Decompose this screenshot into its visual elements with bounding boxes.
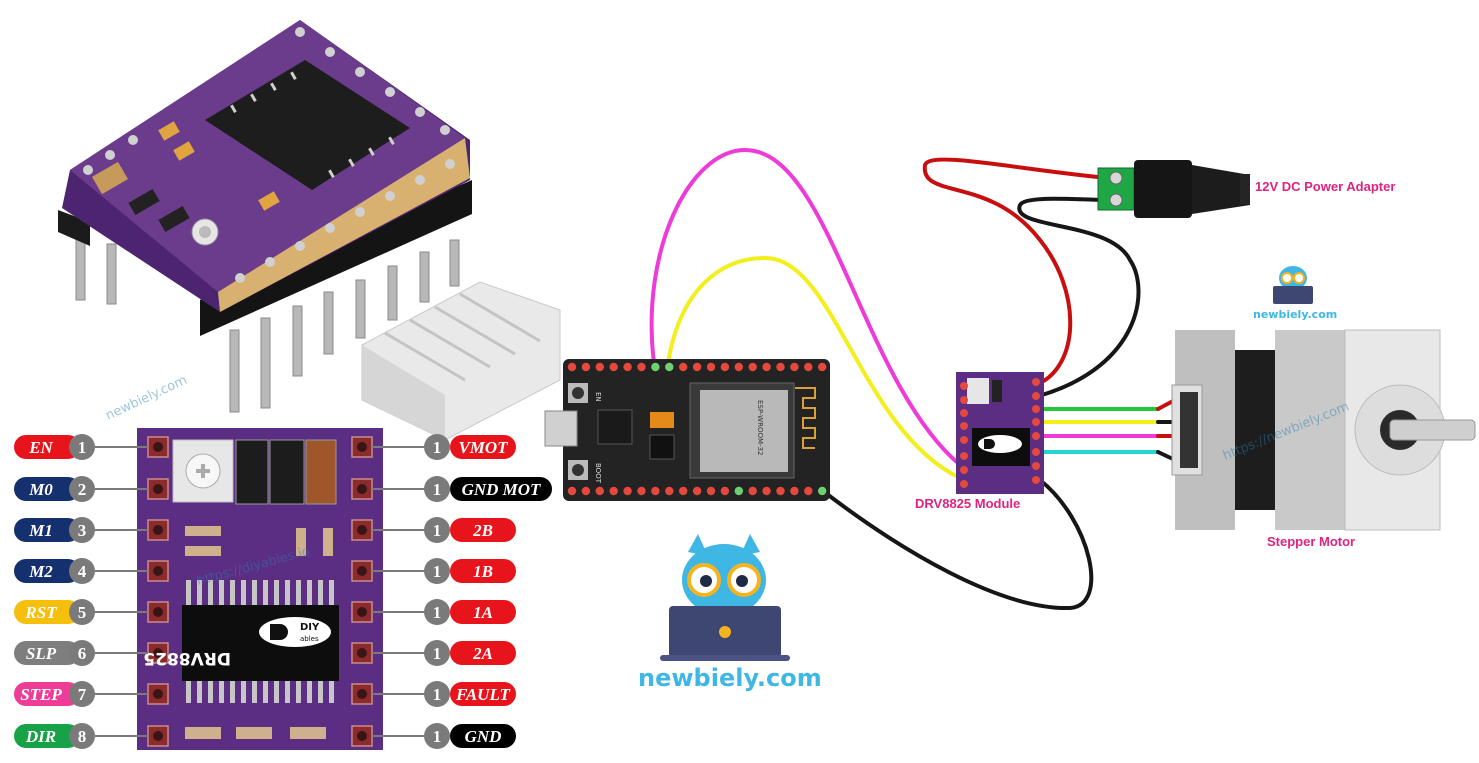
pin-name: 1B — [473, 562, 493, 581]
pin-number: 1 — [433, 685, 442, 704]
pin-number: 5 — [78, 603, 87, 622]
pin-name: M2 — [28, 562, 53, 581]
pin-number: 3 — [78, 521, 87, 540]
pin-number: 1 — [433, 480, 442, 499]
pin-label-m2: M2 4 — [14, 558, 148, 584]
pin-number: 1 — [433, 521, 442, 540]
pin-name: RST — [24, 603, 57, 622]
wires — [649, 147, 1177, 611]
pin-label-fault: 1 FAULT — [372, 681, 516, 707]
logo-text-top: DIY — [300, 622, 320, 633]
pin-label-1b: 1 1B — [372, 558, 516, 584]
wire-black-power — [1017, 196, 1141, 397]
pin-number: 1 — [78, 438, 87, 457]
drv8825-photo: newbiely.com — [58, 20, 472, 424]
pin-name: FAULT — [455, 685, 510, 704]
brand-text-large: newbiely.com — [638, 664, 822, 692]
pin-name: 2A — [472, 644, 493, 663]
logo-text-bottom: ables — [300, 635, 319, 643]
heatsink — [361, 281, 561, 441]
wire-red — [922, 157, 1110, 384]
pin-name: M1 — [28, 521, 53, 540]
pin-number: 1 — [433, 562, 442, 581]
pin-number: 7 — [78, 685, 87, 704]
chip-marking: DRV8825 — [143, 648, 231, 668]
pin-label-gnd: 1 GND — [372, 723, 516, 749]
pin-name: STEP — [20, 685, 62, 704]
newbiely-logo-large: newbiely.com — [638, 534, 822, 692]
stepper-motor: https://newbiely.com — [1171, 329, 1476, 531]
brand-text-small: newbiely.com — [1253, 308, 1337, 321]
pin-label-2b: 1 2B — [372, 517, 516, 543]
drv8825-module — [956, 372, 1044, 494]
photo-watermark: newbiely.com — [103, 373, 189, 424]
pin-name: M0 — [28, 480, 53, 499]
pin-label-1a: 1 1A — [372, 599, 516, 625]
newbiely-logo-small: newbiely.com — [1253, 266, 1337, 321]
pin-label-step: STEP 7 — [14, 681, 148, 707]
pin-name: GND MOT — [462, 480, 541, 499]
pin-number: 1 — [433, 603, 442, 622]
pin-label-dir: DIR 8 — [14, 723, 148, 749]
pin-number: 4 — [78, 562, 87, 581]
pin-name: 2B — [472, 521, 493, 540]
pin-name: VMOT — [458, 438, 508, 457]
pin-number: 1 — [433, 438, 442, 457]
pin-label-gnd-mot: 1 GND MOT — [372, 476, 552, 502]
wire-black-gnd — [821, 478, 1094, 611]
esp-module-text: ESP-WROOM-32 — [756, 400, 764, 455]
stepper-motor-label: Stepper Motor — [1267, 534, 1355, 549]
pin-name: DIR — [25, 727, 56, 746]
pin-label-vmot: 1 VMOT — [372, 434, 516, 460]
pin-label-m1: M1 3 — [14, 517, 148, 543]
esp32-board: ESP-WROOM-32 EN BOOT — [544, 359, 830, 501]
en-label: EN — [594, 392, 602, 402]
diyables-logo — [259, 617, 331, 647]
pin-number: 6 — [78, 644, 87, 663]
power-adapter-label: 12V DC Power Adapter — [1255, 179, 1395, 194]
wire-yellow — [666, 255, 962, 480]
pin-name: 1A — [473, 603, 493, 622]
pin-name: EN — [28, 438, 53, 457]
pin-number: 2 — [78, 480, 87, 499]
pin-name: GND — [465, 727, 502, 746]
pin-number: 1 — [433, 727, 442, 746]
pin-name: SLP — [26, 644, 57, 663]
pin-label-en: EN 1 — [14, 434, 148, 460]
pin-label-slp: SLP 6 — [14, 640, 148, 666]
boot-label: BOOT — [594, 463, 602, 484]
pin-label-rst: RST 5 — [14, 599, 148, 625]
wire-magenta — [649, 147, 962, 467]
dc-power-jack — [1097, 160, 1250, 218]
drv-module-label: DRV8825 Module — [915, 496, 1020, 511]
pin-number: 1 — [433, 644, 442, 663]
pin-number: 8 — [78, 727, 87, 746]
pin-label-2a: 1 2A — [372, 640, 516, 666]
pin-label-m0: M0 2 — [14, 476, 148, 502]
pinout-board: DRV8825 DIY ables https://diyables.io — [137, 428, 383, 750]
